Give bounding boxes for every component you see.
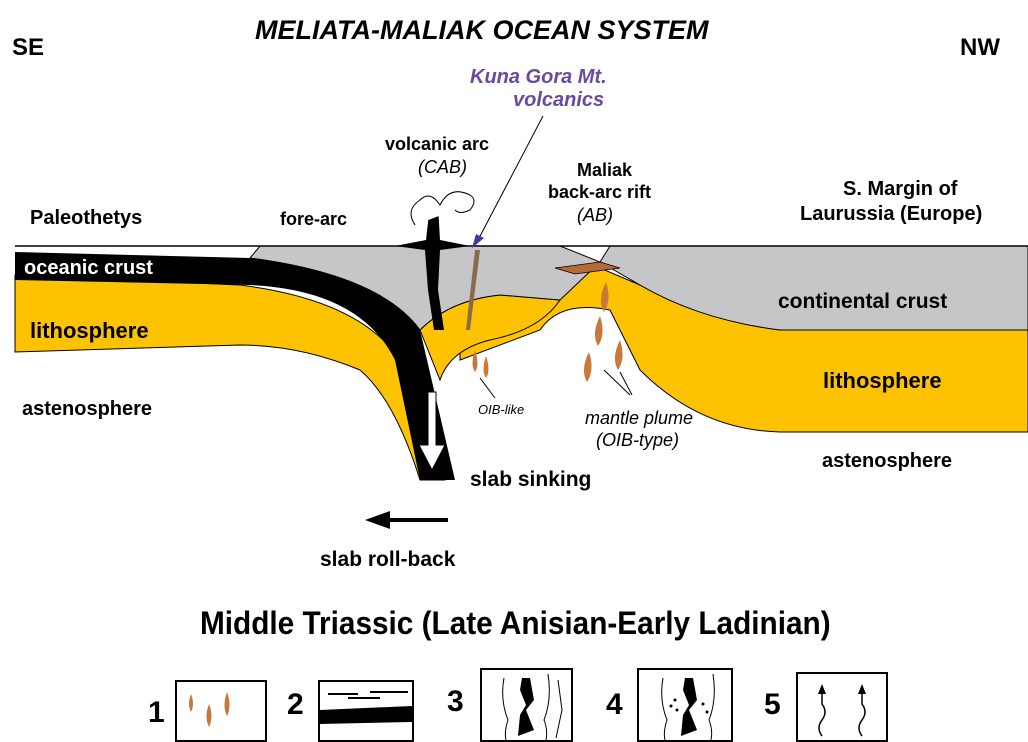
dyke-icon [482, 670, 571, 740]
oib-like-label: OIB-like [478, 402, 524, 417]
legend-dyke-crack-1 [503, 678, 508, 740]
rollback-arrow-head [365, 511, 390, 529]
continental-crust-label: continental crust [778, 290, 947, 314]
ab-label: (AB) [577, 205, 613, 226]
legend-number-4: 4 [606, 688, 623, 722]
legend-number-3: 3 [447, 685, 464, 719]
legend-box-4 [637, 668, 733, 742]
lithosphere-right-label: lithosphere [823, 368, 942, 394]
legend-arrow-1-stem [819, 692, 825, 736]
legend-dot [702, 703, 705, 706]
volcanic-arc-label: volcanic arc [385, 134, 489, 155]
s-margin-label-1: S. Margin of [843, 178, 957, 201]
rising-magma-arrows-icon [798, 674, 886, 740]
legend-strip-band [320, 706, 412, 724]
legend-drop-2 [207, 704, 212, 727]
kuna-gora-label-1: Kuna Gora Mt. [470, 66, 607, 89]
volcanic-plume [411, 192, 474, 225]
legend-drop-1 [189, 694, 193, 712]
legend-dyke-crack-2 [544, 674, 549, 740]
cab-label: (CAB) [418, 157, 467, 178]
legend-dot [674, 699, 677, 702]
legend-box-1 [175, 680, 267, 742]
plume-drops-icon [177, 682, 265, 740]
period-subtitle: Middle Triassic (Late Anisian-Early Ladi… [200, 605, 831, 642]
plume-drop-2 [595, 316, 603, 346]
oceanic-crust-strip-icon [320, 682, 412, 740]
oib-drop-2 [484, 356, 489, 378]
legend-arrow-2-head [858, 684, 866, 694]
fore-arc-label: fore-arc [280, 209, 347, 230]
oceanic-crust-label: oceanic crust [24, 257, 153, 280]
astenosphere-right-label: astenosphere [822, 450, 952, 473]
oib-pointer [480, 378, 495, 398]
direction-nw: NW [960, 34, 1000, 62]
legend-number-1: 1 [148, 696, 165, 730]
slab-roll-back-label: slab roll-back [320, 548, 455, 572]
legend-box-5 [796, 672, 888, 742]
legend-dyke4-fill [681, 678, 697, 736]
slab-sinking-label: slab sinking [470, 468, 591, 492]
astenosphere-left-label: astenosphere [22, 398, 152, 421]
legend-box-3 [480, 668, 573, 742]
mantle-plume-label-1: mantle plume [585, 408, 693, 429]
lithosphere-left-label: lithosphere [30, 318, 149, 344]
plume-drop-4 [615, 340, 623, 370]
maliak-label-1: Maliak [577, 160, 632, 181]
legend-dyke-crack-3 [556, 680, 562, 738]
plume-drop-3 [584, 352, 592, 382]
dyke-with-dots-icon [639, 670, 731, 740]
legend-dyke4-crack-2 [709, 674, 714, 740]
legend-drop-3 [225, 692, 230, 716]
legend-dot [706, 711, 709, 714]
direction-se: SE [12, 34, 44, 62]
legend-dyke4-crack-1 [662, 678, 667, 740]
paleothetys-label: Paleothetys [30, 207, 142, 230]
legend-arrow-1-head [818, 684, 826, 694]
plume-pointer-1 [604, 370, 630, 395]
legend-dot [676, 709, 679, 712]
legend-arrow-2-stem [859, 692, 865, 736]
maliak-label-2: back-arc rift [548, 182, 651, 203]
legend-number-2: 2 [287, 688, 304, 722]
legend-dyke-fill [518, 678, 534, 736]
kuna-gora-label-2: volcanics [513, 89, 604, 112]
legend-dot [670, 705, 673, 708]
diagram-title: MELIATA-MALIAK OCEAN SYSTEM [255, 15, 708, 46]
legend-box-2 [318, 680, 414, 742]
s-margin-label-2: Laurussia (Europe) [800, 203, 982, 226]
legend-number-5: 5 [764, 688, 781, 722]
mantle-plume-label-2: (OIB-type) [596, 430, 679, 451]
